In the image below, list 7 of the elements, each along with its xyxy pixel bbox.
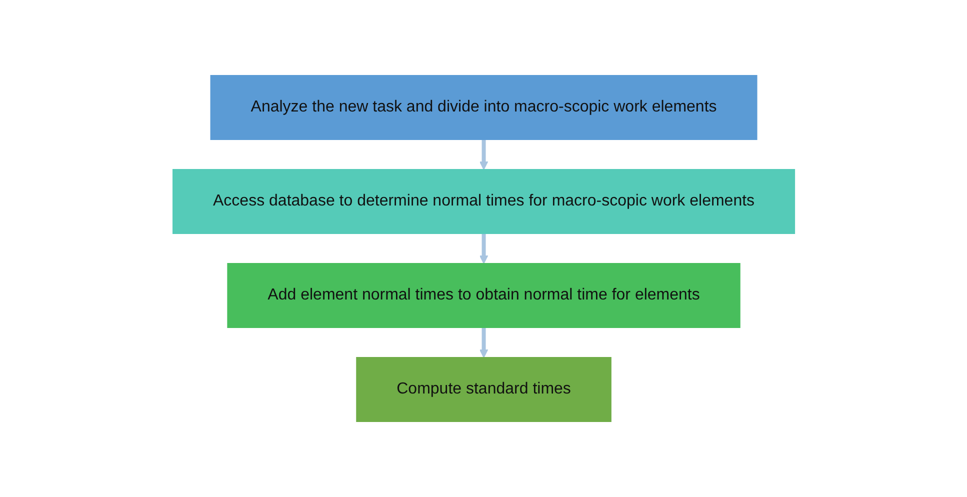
arrow bbox=[479, 140, 488, 170]
node-box: Analyze the new task and divide into macro-scopic work elements bbox=[210, 75, 757, 140]
arrow bbox=[479, 328, 488, 358]
arrow bbox=[479, 234, 488, 264]
node-box: Compute standard times bbox=[356, 357, 612, 422]
node-box: Access database to determine normal times for macro-scopic work elements bbox=[172, 169, 795, 234]
node-box: Add element normal times to obtain normal time for elements bbox=[226, 263, 740, 328]
